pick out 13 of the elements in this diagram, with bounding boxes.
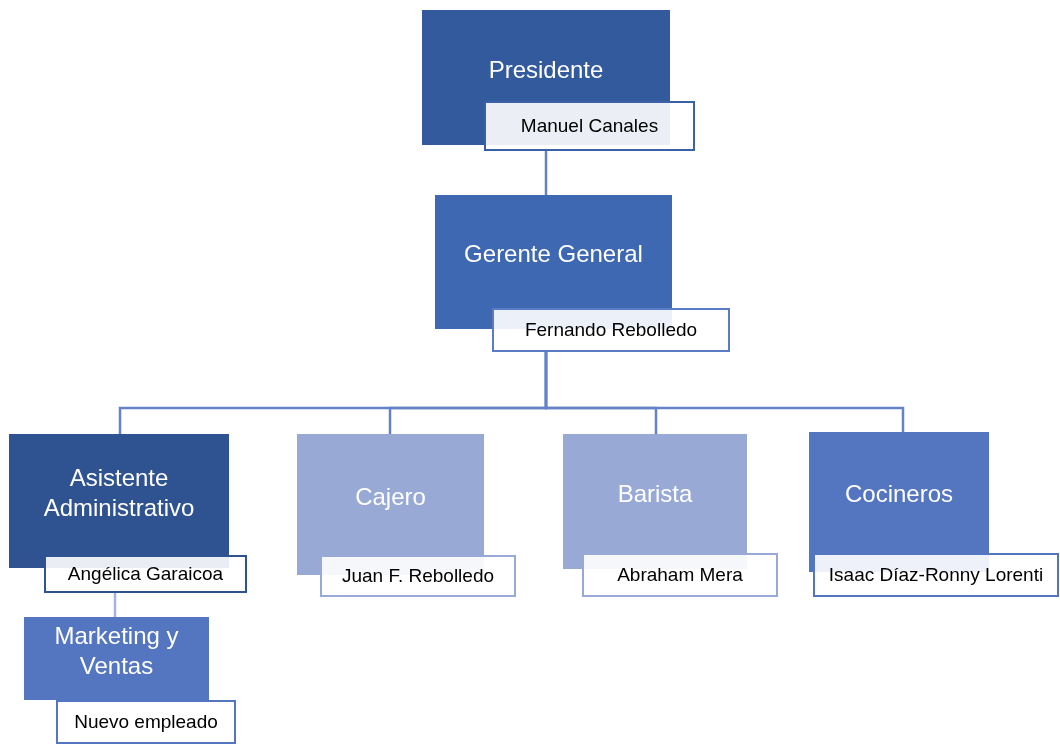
name-box: Angélica Garaicoa xyxy=(44,555,247,593)
name-box: Fernando Rebolledo xyxy=(492,308,730,352)
connector-line xyxy=(113,593,117,617)
role-box: Marketing y Ventas xyxy=(24,617,209,700)
connector-line xyxy=(544,352,905,432)
name-box: Abraham Mera xyxy=(582,553,778,597)
role-box: Barista xyxy=(563,434,747,569)
name-box: Nuevo empleado xyxy=(56,700,236,744)
name-box: Manuel Canales xyxy=(484,101,695,151)
role-box: Asistente Administrativo xyxy=(9,434,229,568)
connector-line xyxy=(544,151,548,195)
name-box: Isaac Díaz-Ronny Lorenti xyxy=(813,553,1059,597)
name-box: Juan F. Rebolledo xyxy=(320,555,516,597)
